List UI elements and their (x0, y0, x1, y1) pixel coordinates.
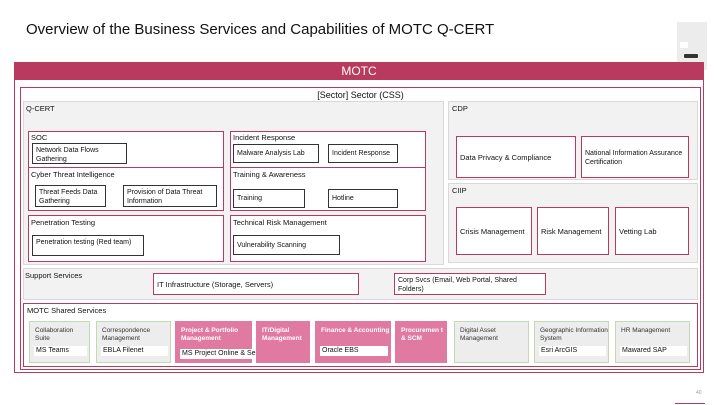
malware-analysis-lab-box: Malware Analysis Lab (233, 144, 319, 163)
cti-label: Cyber Threat Intelligence (31, 170, 115, 179)
shared-service-title: Digital Asset Management (460, 327, 498, 342)
shared-service-title: Collaboration Suite (35, 327, 74, 342)
training-box: Training (233, 189, 305, 208)
vetting-lab-box: Vetting Lab (615, 207, 689, 255)
shared-service-project-portfolio-management: Project & Portfolio Management MS Projec… (175, 321, 308, 363)
sector-frame (20, 87, 701, 370)
cdp-label: CDP (452, 104, 468, 113)
page-title: Overview of the Business Services and Ca… (26, 21, 495, 38)
technical-risk-label: Technical Risk Management (233, 218, 327, 227)
crisis-management-box: Crisis Management (456, 207, 532, 255)
shared-service-value: MS Teams (34, 346, 87, 356)
shared-service-collaboration-suite: Collaboration Suite MS Teams (29, 321, 90, 363)
incident-response-label: Incident Response (233, 133, 296, 142)
incident-response-box: Incident Response (328, 144, 398, 163)
penetration-testing-box: Penetration testing (Red team) (32, 235, 144, 256)
sector-label: [Sector] Sector (CSS) (317, 90, 404, 100)
shared-service-title: HR Management (621, 327, 671, 334)
shared-service-it-digital-management: IT/Digital Management (256, 321, 310, 363)
shared-service-hr-management: HR Management Mawared SAP (615, 321, 690, 363)
niac-box: National Information Assurance Certifica… (581, 136, 689, 178)
data-privacy-box: Data Privacy & Compliance (456, 136, 576, 178)
shared-service-value: Oracle EBS (320, 346, 388, 356)
qcert-label: Q-CERT (26, 104, 55, 113)
shared-service-finance-accounting: Finance & Accounting Oracle EBS (315, 321, 391, 363)
threat-feeds-box: Threat Feeds Data Gathering (35, 185, 106, 207)
shared-services-label: MOTC Shared Services (27, 306, 107, 315)
network-data-flows-box: Network Data Flows Gathering (32, 143, 127, 164)
shared-service-title: Geographic Information System (540, 327, 608, 342)
hotline-box: Hotline (328, 189, 398, 208)
shared-service-value: Mawared SAP (620, 346, 687, 356)
page-number: 40 (696, 390, 702, 396)
shared-service-digital-asset-management: Digital Asset Management (454, 321, 529, 363)
support-services-panel (23, 268, 698, 300)
motc-frame (14, 80, 704, 373)
footer-accent-line (675, 403, 705, 404)
motc-header: MOTC (14, 62, 704, 80)
shared-service-title: Procuremen t & SCM (401, 327, 443, 342)
threat-information-box: Provision of Data Threat Information (123, 185, 217, 207)
training-awareness-label: Training & Awareness (233, 170, 306, 179)
shared-service-procurement-scm: Procuremen t & SCM (395, 321, 447, 363)
pentest-label: Penetration Testing (31, 218, 96, 227)
shared-service-title: IT/Digital Management (262, 327, 302, 342)
support-services-label: Support Services (25, 271, 83, 280)
shared-service-correspondence-management: Correspondence Management EBLA Filenet (96, 321, 171, 363)
risk-management-box: Risk Management (537, 207, 609, 255)
it-infrastructure-box: IT Infrastructure (Storage, Servers) (153, 273, 359, 295)
vulnerability-scanning-box: Vulnerability Scanning (233, 235, 340, 255)
motc-header-label: MOTC (341, 64, 377, 78)
shared-service-value: MS Project Online & Server (180, 349, 308, 359)
shared-service-value: Esri ArcGIS (539, 346, 606, 356)
shared-service-value: EBLA Filenet (101, 346, 168, 356)
shared-service-gis: Geographic Information System Esri ArcGI… (534, 321, 609, 363)
ciip-label: CIIP (452, 186, 467, 195)
shared-service-title: Finance & Accounting (321, 327, 390, 334)
shared-service-title: Project & Portfolio Management (181, 327, 239, 342)
shared-service-title: Correspondence Management (102, 327, 151, 342)
soc-label: SOC (31, 133, 48, 142)
corp-svcs-box: Corp Svcs (Email, Web Portal, Shared Fol… (394, 273, 546, 295)
